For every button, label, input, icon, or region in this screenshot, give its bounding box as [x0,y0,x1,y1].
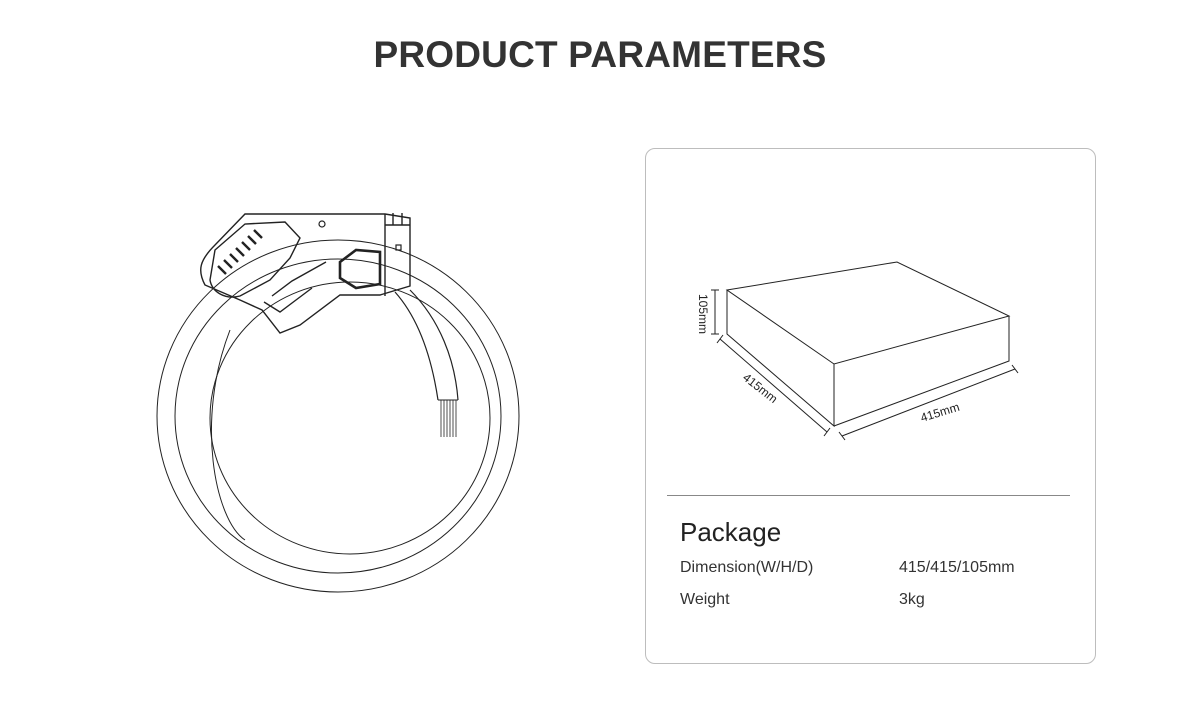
cable-segment [394,291,439,401]
page-title: PRODUCT PARAMETERS [373,34,827,75]
cable-coil-outer [156,239,520,593]
package-heading: Package [680,517,782,547]
dimension-lines [711,289,1019,441]
ev-charger-illustration [156,213,520,593]
box-height-label: 105mm [696,294,710,334]
spec-label: Weight [680,591,730,608]
cable-segment [409,289,459,401]
cable-inner-loop [210,329,246,541]
wire-ends [440,400,457,437]
package-card: 105mm 415mm 415mm Package Dimension(W/H/… [645,148,1096,664]
grip-ridges [217,229,263,275]
cable-coil-inner [209,281,491,555]
box-outline [725,261,1011,428]
charger-plug [199,213,411,334]
box-depth-label: 415mm [740,370,780,406]
spec-value: 415/415/105mm [899,559,1015,576]
divider [667,495,1070,496]
spec-value: 3kg [899,591,925,608]
box-dimension-diagram: 105mm 415mm 415mm [696,261,1019,441]
cable-coil-mid [174,258,502,574]
spec-label: Dimension(W/H/D) [680,559,814,576]
